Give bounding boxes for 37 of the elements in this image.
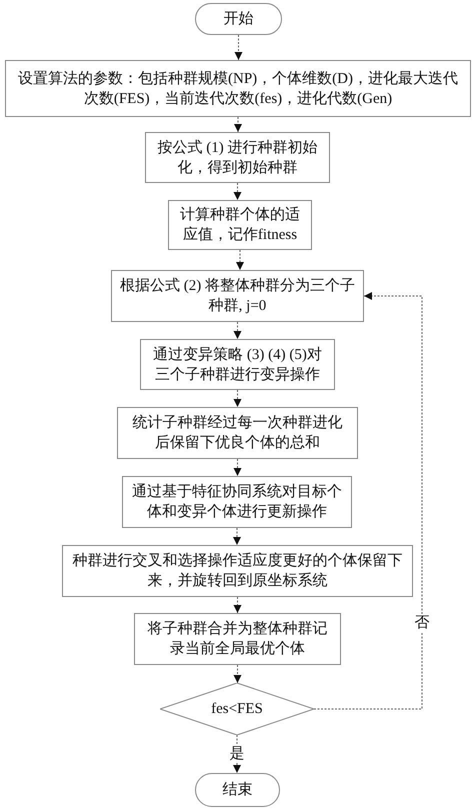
arrow xyxy=(234,664,242,684)
process-box xyxy=(134,613,341,665)
step-text: 根据公式 (2) 将整体种群分为三个子种群, j=0 xyxy=(120,276,355,316)
terminal-box xyxy=(195,3,282,35)
step-text: 通过变异策略 (3) (4) (5)对三个子种群进行变异操作 xyxy=(152,346,323,384)
arrow xyxy=(233,528,241,546)
arrow xyxy=(234,182,242,200)
process-box xyxy=(145,132,330,183)
process-box xyxy=(168,200,312,250)
step-text: 按公式 (1) 进行种群初始化，得到初始种群 xyxy=(156,138,318,178)
decision-diamond xyxy=(160,683,314,735)
process-box xyxy=(122,476,352,528)
arrow xyxy=(234,458,242,476)
process-box xyxy=(111,270,364,322)
terminal-box xyxy=(195,773,280,807)
step-text: 设置算法的参数：包括种群规模(NP)，个体维数(D)，进化最大迭代次数(FES)，当前迭代次数(fes)，进化代数(Gen) xyxy=(17,70,459,108)
process-box xyxy=(117,407,358,459)
step-text: fes<FES xyxy=(211,700,263,719)
arrow xyxy=(234,34,242,60)
process-box xyxy=(62,545,413,597)
step-text: 通过基于特征协同系统对目标个体和变异个体进行更新操作 xyxy=(131,482,343,522)
arrow xyxy=(234,116,242,132)
arrow xyxy=(234,322,242,340)
edge-label: 是 xyxy=(228,745,246,763)
step-text: 计算种群个体的适应值，记作fitness xyxy=(179,206,301,245)
step-text: 结束 xyxy=(222,780,252,800)
step-text: 种群进行交叉和选择操作适应度更好的个体保留下来，并旋转回到原坐标系统 xyxy=(72,551,404,591)
arrow xyxy=(234,390,242,408)
step-text: 开始 xyxy=(224,10,254,29)
arrow xyxy=(234,596,242,614)
edge-label: 否 xyxy=(414,614,430,632)
arrow xyxy=(236,250,244,270)
process-box xyxy=(140,339,335,390)
step-text: 将子种群合并为整体种群记录当前全局最优个体 xyxy=(146,620,328,659)
step-text: 统计子种群经过每一次种群进化后保留下优良个体的总和 xyxy=(132,414,344,453)
process-box xyxy=(5,60,471,117)
arrow xyxy=(314,292,422,710)
